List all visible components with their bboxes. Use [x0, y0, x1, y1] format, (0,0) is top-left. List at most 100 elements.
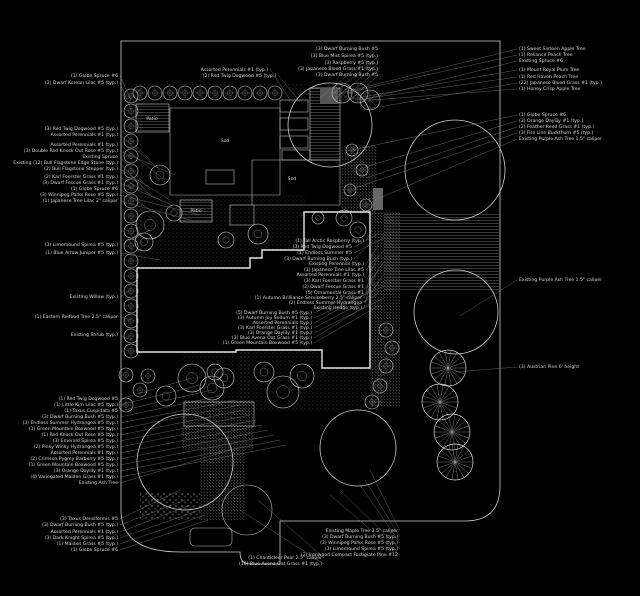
pine-tree-icon: [421, 383, 459, 421]
right-label: (2) Feather Reed Grass #1 (typ.): [519, 124, 594, 130]
shrub-icon: [266, 375, 300, 409]
shrub-icon: [267, 85, 283, 101]
shrub-icon: [162, 85, 178, 101]
left-label: (1) Globe Spruce #6: [71, 186, 118, 192]
shrub-icon: [207, 85, 223, 101]
labels-right: (1) Sweet Sixteen Apple Tree(1) Reliance…: [519, 46, 602, 370]
top-label: (3) Raspberry #5 (typ.): [324, 60, 378, 66]
shrub-icon: [123, 103, 139, 119]
left-label: (3) Limemound Spirea #5 (typ.): [45, 242, 119, 248]
right-label: (1) Mount Royal Plum Tree: [519, 67, 580, 73]
house: [136, 211, 371, 369]
shrub-icon: [123, 178, 139, 194]
top-label: (3) Dwarf Burning Bush #5: [316, 72, 378, 78]
bottom-label: Existing Maple Tree 3.5" caliper: [326, 528, 398, 534]
left-label: (3) Orange Daylily #1 (typ.): [54, 468, 118, 474]
center-label: (2) Dwarf Fescue Grass #1: [302, 284, 364, 290]
left-label: Assorted Perennials #1 (typ.): [51, 132, 119, 138]
left-label: Existing (12) Bull Flagstone Edge Stone …: [13, 160, 118, 166]
center-label: (3) Red Twig Dogwood #5: [293, 244, 352, 250]
shrub-icon: [165, 204, 183, 222]
left-label: (1) Little Kim Lilac #5 (typ.): [54, 402, 118, 408]
gravel-bed: [140, 492, 200, 520]
pine-tree-icon: [436, 443, 474, 481]
left-label: (1) Red Twig Dogwood #5: [59, 396, 118, 402]
left-label: (3) Red Twig Dogwood #5 (typ.): [45, 126, 119, 132]
labels-center: (1) Tall Arctic Raspberry (typ.)(3) Red …: [223, 238, 364, 346]
center-label: (5) Ornamental Grass #1: [306, 290, 364, 296]
top-label: (3) Dwarf Burning Bush #5: [316, 46, 378, 52]
left-label: (1) Taxus Cuspidata #5: [64, 408, 118, 414]
left-label: (1) Green Mountain Boxwood #5 (typ.): [29, 426, 118, 432]
top-label: (2) Red Twig Dogwood #5 (typ.): [203, 73, 277, 79]
shrub-icon: [378, 322, 394, 338]
top-label: (3) Japanese Blood Grass #1 (typ.): [298, 66, 378, 72]
left-label: (2) Dwarf Korean Lilac #5 (typ.): [45, 80, 118, 86]
center-label: (3) Dwarf Burning Bush (typ.): [284, 256, 352, 262]
shrub-icon: [140, 368, 156, 384]
patio-lower: [179, 199, 213, 223]
center-label: (3) Orange Daylily #1 (typ.): [248, 330, 312, 336]
leader-lines: [119, 47, 518, 565]
bottom-label: (1) Maiden Grass #5 (typ.): [57, 541, 119, 547]
shrub-icon: [123, 118, 139, 134]
center-label: (3) Autumn Joy Sedum #1 (typ.): [238, 315, 312, 321]
left-label: (3) Double Red Knock Out Rose #5 (typ.): [24, 148, 118, 154]
left-label: (1) Eastern Redbud Tree 2.5" caliper: [35, 314, 118, 320]
left-label: Existing Shrub (typ.): [71, 332, 118, 338]
shrub-icon: [289, 363, 315, 389]
shrub-icon: [253, 361, 275, 383]
austrian-pines: [421, 349, 474, 481]
shrub-icon: [123, 208, 139, 224]
bottom-label: (1) Chanticleer Pear 2.5" caliper: [248, 555, 322, 561]
patio-upper-label: Patio: [146, 116, 157, 122]
center-label: Assorted Perennials (typ.): [253, 320, 312, 326]
shrub-icon: [123, 223, 139, 239]
planting-bed-center-right: [342, 145, 377, 215]
shrub-icon: [384, 340, 400, 356]
top-label: Assorted Perennials #1 (typ.): [201, 67, 269, 73]
bottom-label: (1) Globe Spruce #6: [71, 547, 118, 553]
raised-bed-c: [279, 135, 309, 149]
left-label: (1) Red Knock Out Rose #5 (typ.): [41, 432, 118, 438]
shrub-icon: [343, 183, 357, 197]
bottom-label: (3) Limemound Spirea #5 (typ.): [325, 546, 399, 552]
right-label: (1) Honey Crisp Apple Tree: [519, 86, 581, 92]
shrub-icon: [118, 367, 134, 383]
right-label: (1) Red Haven Peach Tree: [519, 74, 578, 80]
left-label: (2) Bull Flagstone Stepper (typ.): [44, 166, 118, 172]
sod-area: [169, 107, 281, 196]
left-label: (3) Dwarf Burning Bush #5 (typ.): [42, 414, 118, 420]
center-label: (1) Endless Summer #5: [297, 250, 352, 256]
raised-bed-d: [281, 149, 311, 161]
shrub-icon: [123, 193, 139, 209]
bottom-label: (3) Dwarf Burning Bush #5 (typ.): [322, 534, 398, 540]
bottom-label: (3) Dark Knight Spirea #5 (typ.): [45, 535, 119, 541]
shrub-icon: [132, 85, 148, 101]
left-label: (1) Globe Spruce #6: [71, 73, 118, 79]
shrub-icon: [123, 88, 139, 104]
shrub-icon: [123, 343, 139, 359]
pine-tree-icon: [433, 413, 471, 451]
shrub-icon: [217, 231, 235, 249]
center-label: Assorted Perennials #1 (typ.): [297, 272, 365, 278]
center-label: Existing Hedge (typ.): [313, 305, 362, 311]
bottom-label: (3) Taxus Densiformis #5: [60, 516, 118, 522]
labels-top: (3) Dwarf Burning Bush #5(3) Blue Mist S…: [201, 46, 379, 79]
top-label: (3) Blue Mist Spirea #5 (typ.): [311, 53, 378, 59]
left-label: (2) Crimson Pygmy Barberry #5 (typ.): [30, 456, 118, 462]
property-boundary: [120, 40, 501, 565]
shrub-icon: [147, 85, 163, 101]
shrub-icon: [123, 148, 139, 164]
left-label: Assorted Perennials #1 (typ.): [51, 142, 119, 148]
bottom-label: (18) Blue Avena Oat Grass #1 (typ.): [239, 561, 322, 567]
shrub-icon: [192, 85, 208, 101]
center-label: Existing Perennial (typ.): [309, 261, 364, 267]
left-label: (3) Endless Summer Hydrangea #5 (typ.): [23, 420, 119, 426]
shrub-icon: [355, 163, 369, 177]
shrub-icon: [123, 283, 139, 299]
shrub-icon: [123, 253, 139, 269]
bottom-label: Assorted Perennials #1 (typ.): [51, 529, 119, 535]
sod-middle-label: Sod: [288, 176, 297, 182]
